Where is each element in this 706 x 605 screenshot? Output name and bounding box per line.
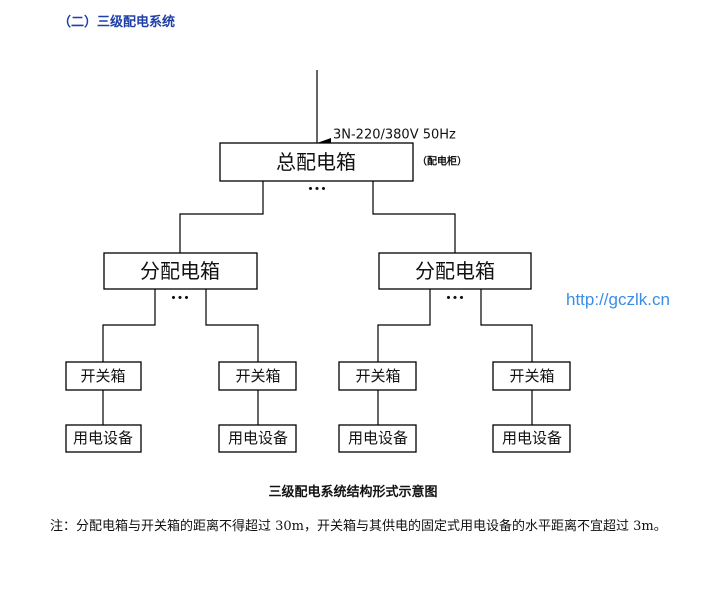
supply-label: 3N-220/380V 50Hz [333, 128, 456, 143]
switch-box: 开关箱 用电设备 [338, 361, 417, 453]
connector [480, 289, 533, 362]
note-text: 注：分配电箱与开关箱的距离不得超过 30m，开关箱与其供电的固定式用电设备的水平… [50, 519, 667, 534]
switch-box: 开关箱 用电设备 [218, 361, 297, 453]
equipment-label: 用电设备 [73, 429, 133, 447]
equipment-label: 用电设备 [348, 429, 408, 447]
connector [377, 289, 431, 362]
section-title: （二）三级配电系统 [58, 15, 176, 30]
equipment-label: 用电设备 [228, 429, 288, 447]
distribution-box [378, 252, 532, 290]
switch-box-label: 开关箱 [80, 367, 125, 385]
distribution-box-label: 分配电箱 [415, 259, 495, 283]
connector [179, 181, 264, 253]
watermark: http://gczlk.cn [566, 290, 670, 309]
switch-box: 开关箱 用电设备 [65, 361, 142, 453]
switch-box-label: 开关箱 [235, 367, 280, 385]
connector [102, 289, 156, 362]
main-box-label: 总配电箱 [276, 150, 356, 174]
switch-box-label: 开关箱 [355, 367, 400, 385]
equipment-label: 用电设备 [502, 429, 562, 447]
distribution-box [103, 252, 258, 290]
connector [372, 181, 456, 253]
switch-box: 开关箱 用电设备 [492, 361, 571, 453]
ellipsis: ••• [445, 292, 464, 305]
diagram-caption: 三级配电系统结构形式示意图 [268, 485, 438, 500]
distribution-box-label: 分配电箱 [140, 259, 220, 283]
connector [205, 289, 259, 362]
ellipsis-main: ••• [307, 183, 326, 196]
ellipsis: ••• [170, 292, 189, 305]
switch-box-label: 开关箱 [509, 367, 554, 385]
main-box-note: （配电柜） [417, 155, 467, 168]
main-distribution-box [219, 142, 414, 182]
